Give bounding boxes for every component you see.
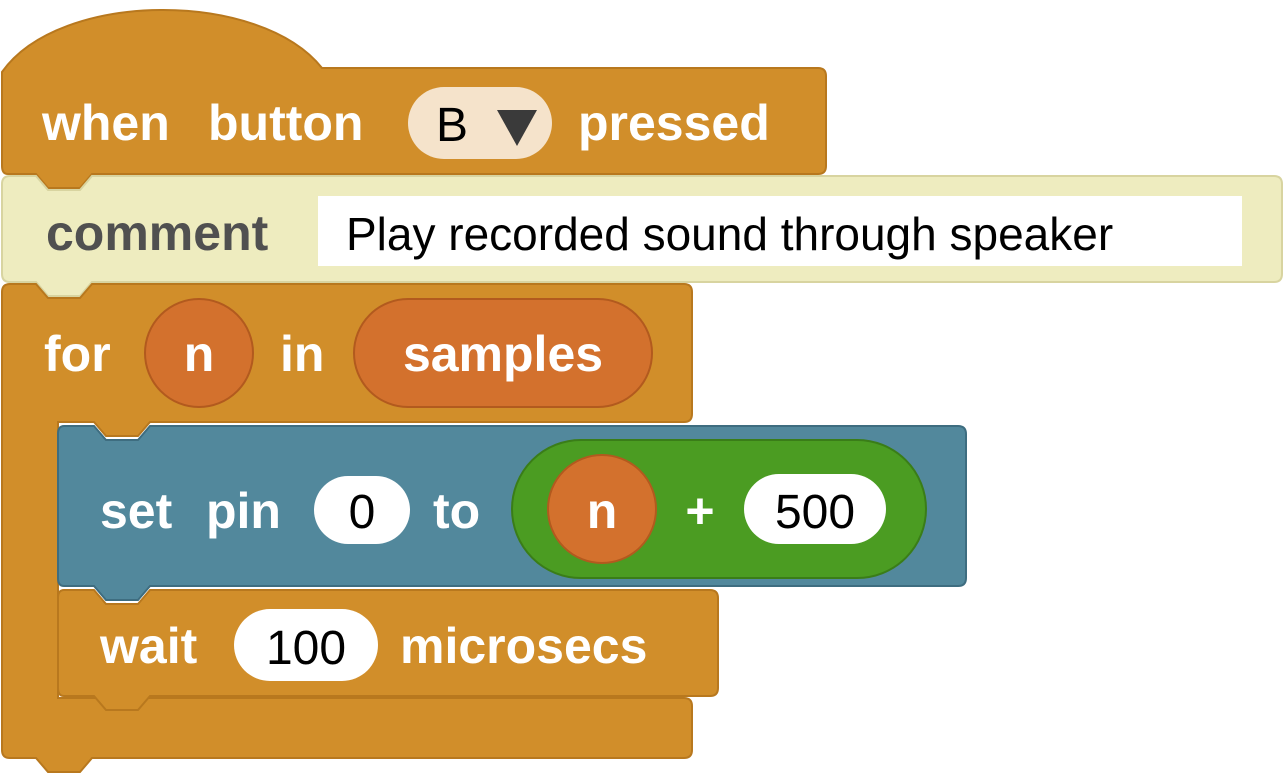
in-label: in bbox=[280, 326, 324, 382]
when-label: when bbox=[41, 95, 170, 151]
button-select-dropdown[interactable]: B bbox=[408, 87, 552, 159]
dropdown-arrow-icon bbox=[497, 110, 537, 146]
comment-label: comment bbox=[46, 205, 269, 261]
button-label: button bbox=[208, 95, 363, 151]
pin-label: pin bbox=[206, 483, 281, 539]
loop-variable-reporter[interactable]: n bbox=[144, 298, 254, 408]
for-each-block[interactable]: for n in samples bbox=[1, 283, 693, 773]
button-select-field[interactable] bbox=[408, 87, 552, 159]
wait-block-body bbox=[57, 589, 719, 711]
loop-variable-name: n bbox=[184, 326, 215, 382]
operand-variable-reporter[interactable]: n bbox=[547, 454, 657, 564]
list-variable-name: samples bbox=[403, 326, 603, 382]
set-pin-block[interactable]: set pin 0 to n + 500 bbox=[57, 425, 967, 601]
wait-label: wait bbox=[99, 618, 198, 674]
to-label: to bbox=[433, 483, 480, 539]
when-button-pressed-block[interactable]: when button B pressed bbox=[0, 9, 827, 189]
plus-operator: + bbox=[685, 483, 714, 539]
for-label: for bbox=[44, 326, 111, 382]
operand-variable-name: n bbox=[587, 483, 618, 539]
wait-duration-value: 100 bbox=[266, 622, 346, 675]
hat-block-body bbox=[0, 9, 827, 189]
wait-duration-input[interactable]: 100 bbox=[234, 609, 378, 681]
button-select-value: B bbox=[436, 99, 468, 152]
microsecs-label: microsecs bbox=[400, 618, 647, 674]
set-label: set bbox=[100, 483, 173, 539]
comment-text-field[interactable] bbox=[318, 196, 1242, 266]
pressed-label: pressed bbox=[578, 95, 770, 151]
operand-number-value: 500 bbox=[775, 486, 855, 539]
list-variable-reporter[interactable]: samples bbox=[353, 298, 653, 408]
addition-operator-reporter[interactable]: n + 500 bbox=[511, 439, 927, 579]
comment-block[interactable]: comment Play recorded sound through spea… bbox=[1, 175, 1283, 297]
operand-number-input[interactable]: 500 bbox=[744, 474, 886, 544]
pin-number-value: 0 bbox=[349, 486, 376, 539]
comment-text: Play recorded sound through speaker bbox=[346, 208, 1113, 260]
wait-microsecs-block[interactable]: wait 100 microsecs bbox=[57, 589, 719, 711]
pin-number-input[interactable]: 0 bbox=[314, 476, 410, 544]
